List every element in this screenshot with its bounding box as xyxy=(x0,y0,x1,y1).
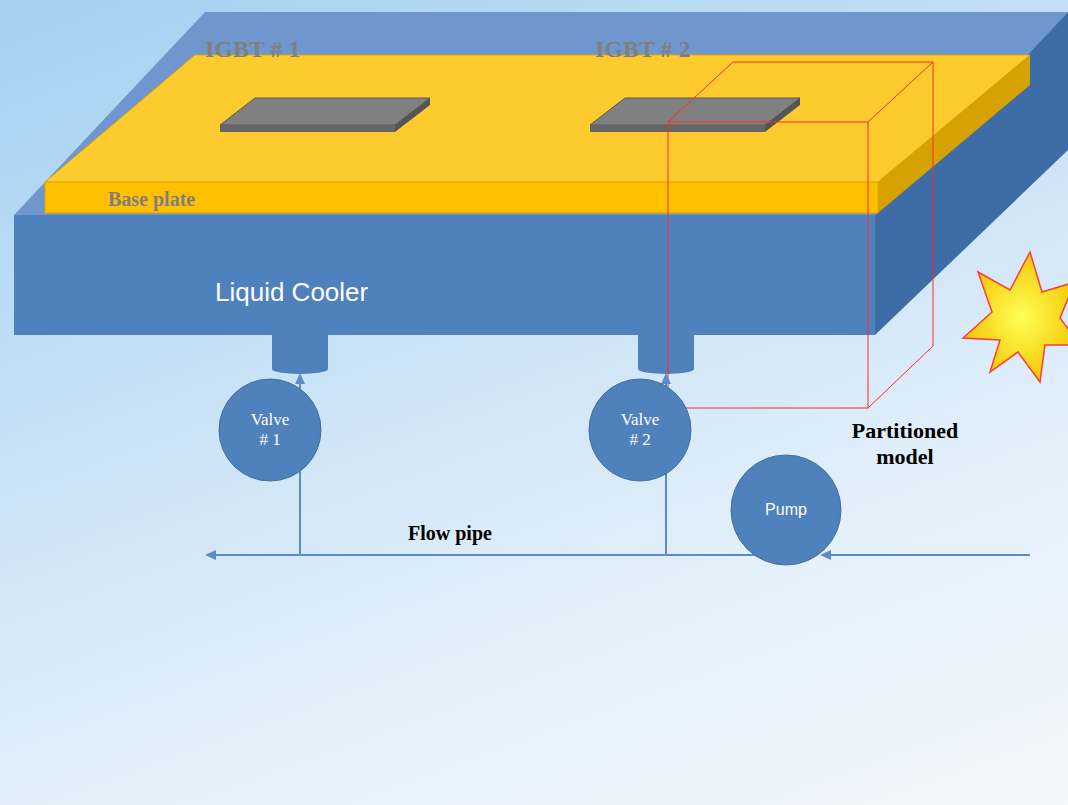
chip-side xyxy=(765,98,800,132)
star-burst xyxy=(963,252,1068,382)
igbt-chip: IGBT # 2 xyxy=(590,34,810,136)
partition-box xyxy=(668,62,933,408)
cooler-top xyxy=(14,12,1068,215)
part-label: Liquid Cooler xyxy=(215,277,368,308)
circle-shape xyxy=(219,379,321,481)
part-label: IGBT # 2 xyxy=(595,36,691,63)
nozzle xyxy=(272,364,328,374)
circle-shape xyxy=(731,455,841,565)
chip-top xyxy=(220,98,430,125)
callout-label: Partitioned model xyxy=(830,418,980,471)
arrow-head xyxy=(661,373,671,384)
nozzle xyxy=(272,335,328,369)
pipe-outlet xyxy=(214,554,300,556)
liquid-cooler: Liquid Cooler xyxy=(14,215,875,335)
base-plate: Base plate IGBT # 1 IGBT # 2 xyxy=(40,30,1035,218)
chip-top xyxy=(590,98,800,125)
chip-front xyxy=(590,125,765,132)
valve-label: Valve # 2 xyxy=(615,410,665,449)
igbt-chip: IGBT # 1 xyxy=(200,34,440,136)
pipe-inlet xyxy=(829,554,1030,556)
chip-front xyxy=(220,125,395,132)
part-label: Base plate xyxy=(108,188,195,211)
pipe-label: Flow pipe xyxy=(408,522,492,545)
nozzle xyxy=(638,364,694,374)
valve-circle: Valve # 1 xyxy=(218,378,322,482)
valve-label: Valve # 1 xyxy=(245,410,295,449)
part-label: IGBT # 1 xyxy=(205,36,301,63)
plate-top xyxy=(45,55,1030,182)
cooler-front xyxy=(14,215,875,335)
arrow-head xyxy=(295,373,305,384)
arrow-head xyxy=(205,550,216,560)
pump-circle: Pump xyxy=(730,454,842,566)
nozzle xyxy=(638,335,694,369)
plate-side xyxy=(878,55,1030,213)
valve-circle: Valve # 2 xyxy=(588,378,692,482)
chip-side xyxy=(395,98,430,132)
flow-connector xyxy=(300,471,754,555)
pump-label: Pump xyxy=(765,501,807,519)
circle-shape xyxy=(589,379,691,481)
plate-front xyxy=(45,182,878,213)
